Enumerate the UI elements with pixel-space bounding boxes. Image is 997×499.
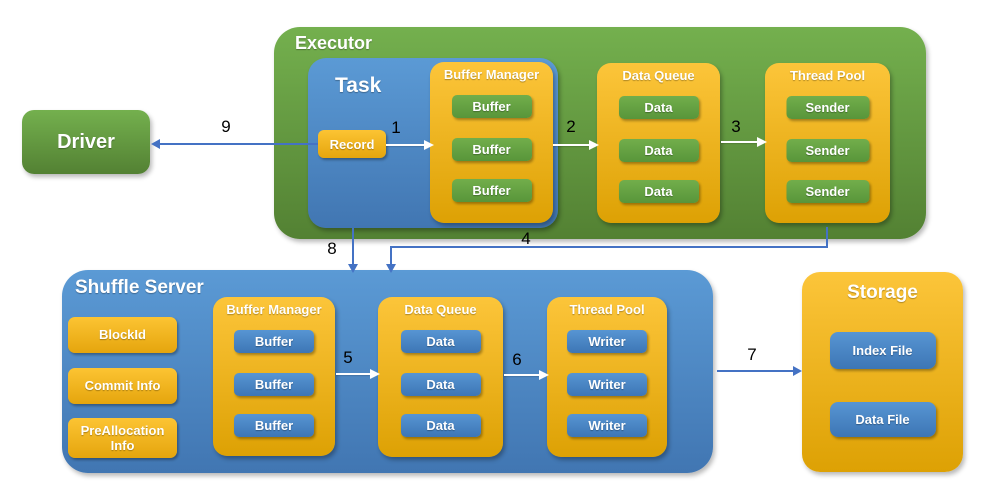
arrow-9-label: 9 <box>221 117 231 136</box>
shuffle-server-label: Shuffle Server <box>75 277 204 298</box>
shuffle-data-queue-panel: Data Queue Data Data Data <box>378 297 503 457</box>
executor-buffer-item: Buffer <box>451 95 532 118</box>
arrow-6-label: 6 <box>512 350 522 369</box>
executor-data-item: Data <box>618 180 699 203</box>
shuffle-data-item: Data <box>400 414 481 437</box>
data-file-box: Data File <box>829 402 936 437</box>
arrow-3-head <box>757 137 767 147</box>
record-box: Record <box>318 130 386 158</box>
shuffle-buffer-item: Buffer <box>234 414 314 437</box>
executor-buffer-manager-title: Buffer Manager <box>443 67 540 82</box>
shuffle-buffer-manager-title: Buffer Manager <box>226 302 322 317</box>
arrow-5-label: 5 <box>343 348 353 367</box>
arrow-2-label: 2 <box>566 117 576 136</box>
preallocation-info-box: PreAllocation Info <box>68 418 177 458</box>
shuffle-writer-item: Writer <box>567 414 647 437</box>
executor-data-label-2: Data <box>644 143 673 158</box>
shuffle-data-label-2: Data <box>426 377 455 392</box>
shuffle-writer-label-3: Writer <box>588 418 626 433</box>
shuffle-writer-label-1: Writer <box>588 334 626 349</box>
arrow-8-head <box>348 264 358 273</box>
arrow-4-head <box>386 264 396 273</box>
shuffle-data-label-3: Data <box>426 418 455 433</box>
executor-sender-item: Sender <box>786 96 869 119</box>
shuffle-buffer-item: Buffer <box>234 373 314 396</box>
arrow-5-head <box>370 369 380 379</box>
executor-data-label-3: Data <box>644 184 673 199</box>
shuffle-buffer-label-2: Buffer <box>254 377 294 392</box>
executor-sender-label-3: Sender <box>805 184 850 199</box>
shuffle-data-item: Data <box>400 373 481 396</box>
shuffle-writer-item: Writer <box>567 373 647 396</box>
executor-sender-label-2: Sender <box>805 143 850 158</box>
executor-data-queue-panel: Data Queue Data Data Data <box>597 63 720 223</box>
commit-info-label: Commit Info <box>84 378 161 394</box>
arrow-5-line <box>336 373 370 375</box>
blockid-label: BlockId <box>99 327 146 343</box>
arrow-7-head <box>793 366 802 376</box>
executor-sender-label-1: Sender <box>805 100 850 115</box>
shuffle-data-queue-title: Data Queue <box>404 302 477 317</box>
executor-sender-item: Sender <box>786 180 869 203</box>
arrow-8-line <box>352 228 354 265</box>
storage-label: Storage <box>847 282 918 303</box>
executor-buffer-label-1: Buffer <box>472 99 511 114</box>
shuffle-writer-label-2: Writer <box>588 377 626 392</box>
driver-label: Driver <box>57 130 115 153</box>
preallocation-info-label: PreAllocation Info <box>80 422 165 453</box>
shuffle-data-label-1: Data <box>426 334 455 349</box>
task-label: Task <box>335 74 382 97</box>
arrow-4-segment-down <box>826 227 828 248</box>
shuffle-buffer-label-3: Buffer <box>254 418 294 433</box>
arrow-6-line <box>504 374 539 376</box>
shuffle-data-item: Data <box>400 330 481 353</box>
executor-data-label-1: Data <box>644 100 673 115</box>
executor-sender-item: Sender <box>786 139 869 162</box>
arrow-4-label: 4 <box>521 229 531 248</box>
arrow-8-label: 8 <box>327 239 337 258</box>
executor-label: Executor <box>295 33 373 53</box>
shuffle-writer-item: Writer <box>567 330 647 353</box>
arrow-9-head <box>151 139 160 149</box>
arrow-4-segment-into-shuffle <box>390 246 392 265</box>
shuffle-thread-pool-title: Thread Pool <box>569 302 645 317</box>
shuffle-buffer-label-1: Buffer <box>254 334 294 349</box>
data-file-label: Data File <box>855 412 910 427</box>
arrow-9-line <box>160 143 318 145</box>
shuffle-thread-pool-panel: Thread Pool Writer Writer Writer <box>547 297 667 457</box>
executor-thread-pool-panel: Thread Pool Sender Sender Sender <box>765 63 890 223</box>
driver-box: Driver <box>22 110 150 174</box>
executor-data-queue-title: Data Queue <box>622 68 695 83</box>
executor-data-item: Data <box>618 96 699 119</box>
arrow-1-head <box>424 140 434 150</box>
executor-data-item: Data <box>618 139 699 162</box>
executor-buffer-label-3: Buffer <box>472 183 511 198</box>
index-file-box: Index File <box>829 332 936 369</box>
record-label: Record <box>329 136 375 152</box>
arrow-3-label: 3 <box>731 117 741 136</box>
arrow-1-line <box>386 144 424 146</box>
arrow-2-head <box>589 140 599 150</box>
commit-info-box: Commit Info <box>68 368 177 404</box>
arrow-2-line <box>553 144 589 146</box>
executor-buffer-manager-panel: Buffer Manager Buffer Buffer Buffer <box>430 62 553 223</box>
executor-buffer-item: Buffer <box>451 179 532 202</box>
storage-box: Storage Index File Data File <box>802 272 963 472</box>
arrow-1-label: 1 <box>391 118 401 137</box>
executor-thread-pool-title: Thread Pool <box>789 68 866 83</box>
arrow-7-label: 7 <box>747 345 757 364</box>
index-file-label: Index File <box>852 343 913 358</box>
blockid-box: BlockId <box>68 317 177 353</box>
shuffle-buffer-item: Buffer <box>234 330 314 353</box>
arrow-4-segment-horizontal <box>390 246 828 248</box>
executor-buffer-item: Buffer <box>451 138 532 161</box>
arrow-6-head <box>539 370 549 380</box>
arrow-3-line <box>721 141 757 143</box>
arrow-7-line <box>717 370 794 372</box>
executor-buffer-label-2: Buffer <box>472 142 511 157</box>
shuffle-buffer-manager-panel: Buffer Manager Buffer Buffer Buffer <box>213 297 335 456</box>
